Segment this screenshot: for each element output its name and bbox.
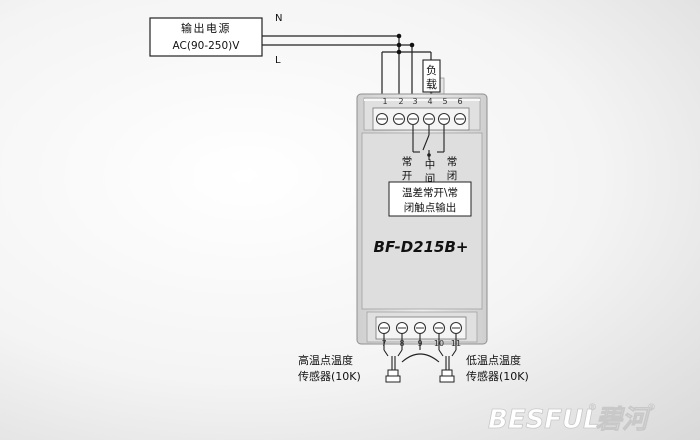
model-label: BF-D215B+ xyxy=(374,238,469,256)
load-label-1: 负 xyxy=(426,63,437,77)
contact-no-label-2: 开 xyxy=(402,170,413,182)
terminal-number-4: 4 xyxy=(427,97,432,106)
contact-com-label-2: 间 xyxy=(425,172,436,185)
output-text-2: 闭触点输出 xyxy=(404,201,457,214)
contact-com-label-1: 中 xyxy=(425,158,436,171)
power-wires xyxy=(262,35,432,115)
terminal-6 xyxy=(453,112,467,126)
output-text-1: 温差常开\常 xyxy=(402,186,458,199)
output-description-box: 温差常开\常 闭触点输出 xyxy=(388,181,472,217)
contact-nc-label-1: 常 xyxy=(447,155,458,168)
line-label: L xyxy=(275,55,281,66)
terminal-8 xyxy=(395,321,409,335)
terminal-4 xyxy=(422,112,436,126)
high-sensor-label-1: 高温点温度 xyxy=(298,353,353,367)
terminal-10 xyxy=(432,321,446,335)
brand-reg-mark-2: ® xyxy=(647,403,656,413)
terminal-5 xyxy=(437,112,451,126)
terminal-1 xyxy=(375,112,389,126)
terminal-number-5: 5 xyxy=(442,97,447,106)
high-sensor-label-2: 传感器(10K) xyxy=(298,370,361,383)
brand-chinese: 碧河 xyxy=(596,405,653,435)
terminal-7 xyxy=(377,321,391,335)
power-source: 输出电源 AC(90-250)V xyxy=(149,17,263,57)
terminal-number-2: 2 xyxy=(398,97,403,106)
terminal-11 xyxy=(449,321,463,335)
low-temp-sensor-probe xyxy=(439,369,455,383)
terminal-2 xyxy=(392,112,406,126)
contact-no-label-1: 常 xyxy=(402,155,413,168)
load-label-2: 载 xyxy=(426,78,437,91)
brand-reg-mark-1: ® xyxy=(588,403,597,413)
power-source-label: 输出电源 xyxy=(181,21,231,35)
wire-junctions xyxy=(396,33,415,55)
brand-latin: BESFUL xyxy=(488,405,600,435)
load-box: 负 载 xyxy=(422,59,441,93)
terminal-9 xyxy=(413,321,427,335)
brand-logo: BESFUL 碧河 ® ® xyxy=(488,403,657,436)
sensor-wires xyxy=(383,333,457,370)
low-sensor-label-2: 传感器(10K) xyxy=(466,370,529,383)
power-voltage: AC(90-250)V xyxy=(173,40,241,52)
terminal-3 xyxy=(406,112,420,126)
high-temp-sensor-probe xyxy=(385,369,401,383)
neutral-label: N xyxy=(275,13,282,24)
terminal-block-top: 1 2 3 4 5 6 xyxy=(372,97,470,131)
low-sensor-label-1: 低温点温度 xyxy=(466,353,521,367)
contact-nc-label-2: 闭 xyxy=(447,169,458,182)
terminal-number-3: 3 xyxy=(412,97,417,106)
terminal-number-6: 6 xyxy=(457,97,462,106)
terminal-number-1: 1 xyxy=(382,97,387,106)
